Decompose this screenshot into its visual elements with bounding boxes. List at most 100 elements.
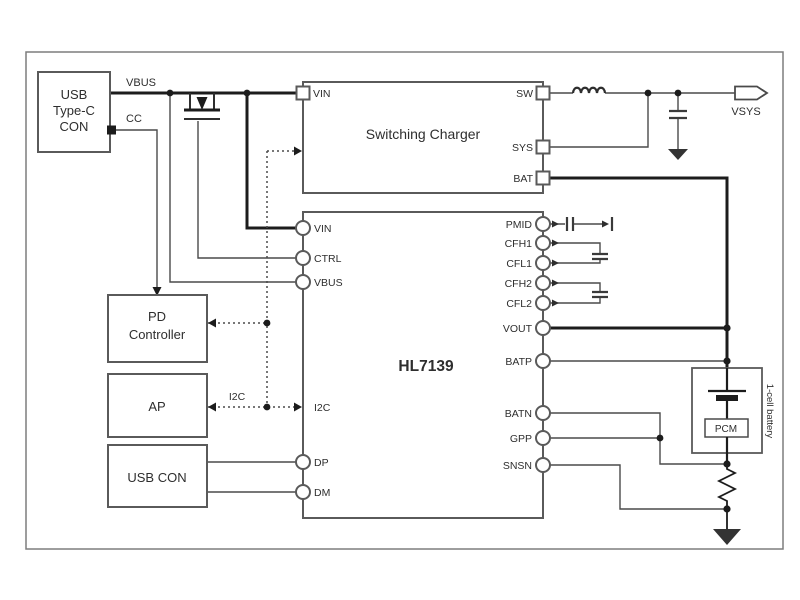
charger-vin-label: VIN — [313, 88, 331, 100]
hl7139-snsn-label: SNSN — [503, 460, 532, 472]
junction-dot — [723, 505, 731, 513]
pin-dm — [295, 484, 311, 500]
usb-type-c-con-block — [37, 71, 111, 153]
ap-label: AP — [148, 399, 165, 414]
ground-icon — [713, 529, 741, 545]
arrow-into-ap-icon — [208, 402, 216, 412]
pin-vbus — [295, 274, 311, 290]
hl7139-batp-label: BATP — [505, 356, 532, 368]
hl7139-batn-label: BATN — [505, 408, 532, 420]
hl7139-ctrl-label: CTRL — [314, 253, 342, 265]
hl7139-dm-label: DM — [314, 487, 330, 499]
pmid-capacitor-icon — [565, 217, 575, 231]
pin-ctrl — [295, 250, 311, 266]
i2c-arrowheads — [208, 146, 302, 412]
net-labels: VBUS CC VSYS I2C — [126, 77, 761, 403]
pin-labels: VIN SW SYS BAT VIN CTRL VBUS I2C DP DM P… — [313, 88, 534, 499]
pd-controller-line2: Controller — [129, 327, 186, 342]
charger-sys-label: SYS — [512, 142, 533, 154]
usb-type-c-line2: Type-C — [53, 103, 95, 118]
pin-charger-bat — [535, 170, 551, 186]
usb-con-label: USB CON — [127, 470, 186, 485]
cfh2-arrow-icon — [552, 279, 559, 287]
wire-sys-net — [550, 93, 649, 148]
pin-charger-sw — [535, 85, 551, 101]
switching-charger-title: Switching Charger — [366, 126, 481, 142]
pin-batn — [535, 405, 551, 421]
wire-bat-net — [550, 176, 729, 368]
pin-pmid — [535, 216, 551, 232]
wire-cfh1 — [550, 242, 601, 254]
i2c-bus-label: I2C — [229, 391, 246, 403]
hl7139-title: HL7139 — [398, 358, 454, 375]
pin-vout — [535, 320, 551, 336]
vbus-net-label: VBUS — [126, 77, 156, 89]
junction-dot — [656, 434, 664, 442]
cfl2-arrow-icon — [552, 299, 559, 307]
wire-gate-ctrl — [197, 121, 296, 259]
battery-label: 1-cell battery — [764, 384, 775, 439]
pin-snsn — [535, 457, 551, 473]
pd-controller-block — [107, 294, 208, 363]
hl7139-pmid-label: PMID — [506, 219, 533, 231]
wire-cc-net — [112, 129, 158, 287]
wire-vin-branch — [245, 93, 296, 230]
ap-block — [107, 373, 208, 438]
hl7139-dp-label: DP — [314, 457, 329, 469]
flying-capacitor-1-icon — [592, 252, 608, 261]
cc-net-label: CC — [126, 113, 142, 125]
inductor-icon — [571, 86, 607, 94]
flying-capacitor-2-icon — [592, 290, 608, 299]
hl7139-block — [302, 211, 544, 519]
pin-vin — [295, 220, 311, 236]
vsys-connector-icon — [734, 85, 769, 101]
pin-cfl2 — [535, 295, 551, 311]
hl7139-vbus-label: VBUS — [314, 277, 343, 289]
pin-cfh2 — [535, 275, 551, 291]
pmos-fet-icon — [184, 93, 220, 120]
junction-dot — [166, 89, 174, 97]
battery-internals — [704, 368, 749, 464]
sys-cap-ground-icon — [668, 149, 688, 160]
hl7139-pins — [295, 216, 551, 500]
wire-cfl1 — [550, 259, 601, 264]
pin-cfh1 — [535, 235, 551, 251]
sys-capacitor-icon — [669, 109, 687, 120]
wire-cfl2 — [550, 297, 601, 304]
arrow-into-pd-icon — [208, 318, 216, 328]
fet-arrow — [196, 97, 208, 110]
cc-arrow-icon — [152, 287, 162, 296]
pin-charger-sys — [535, 139, 551, 155]
vsys-net-label: VSYS — [731, 106, 760, 118]
hl7139-i2c-label: I2C — [314, 402, 331, 414]
wire-snsn-net — [550, 464, 727, 510]
junction-dots — [166, 89, 731, 513]
hl7139-cfl2-label: CFL2 — [506, 298, 532, 310]
junction-dot — [723, 324, 731, 332]
charger-bat-label: BAT — [513, 173, 533, 185]
cc-terminal-icon — [107, 125, 116, 135]
block-labels: USB Type-C CON PD Controller AP USB CON … — [53, 87, 775, 485]
arrow-into-charger-icon — [294, 146, 302, 156]
pd-controller-line1: PD — [148, 309, 166, 324]
cfh1-arrow-icon — [552, 239, 559, 247]
pin-batp — [535, 353, 551, 369]
junction-dot — [243, 89, 251, 97]
diagram-frame — [25, 51, 784, 550]
junction-dot — [263, 403, 271, 411]
switching-charger-block — [302, 81, 544, 194]
cfl1-arrow-icon — [552, 259, 559, 267]
usb-type-c-line1: USB — [61, 87, 88, 102]
junction-dot — [674, 89, 682, 97]
charger-pins — [295, 85, 551, 186]
pin-charger-vin — [295, 85, 311, 101]
i2c-bus — [208, 150, 294, 408]
charger-sw-label: SW — [516, 88, 533, 100]
hl7139-vin-label: VIN — [314, 223, 332, 235]
arrow-into-hl7139-icon — [294, 402, 302, 412]
wires-thick — [110, 91, 729, 368]
capacitors — [565, 109, 687, 299]
pmid-gnd-arrow-icon — [602, 220, 609, 228]
